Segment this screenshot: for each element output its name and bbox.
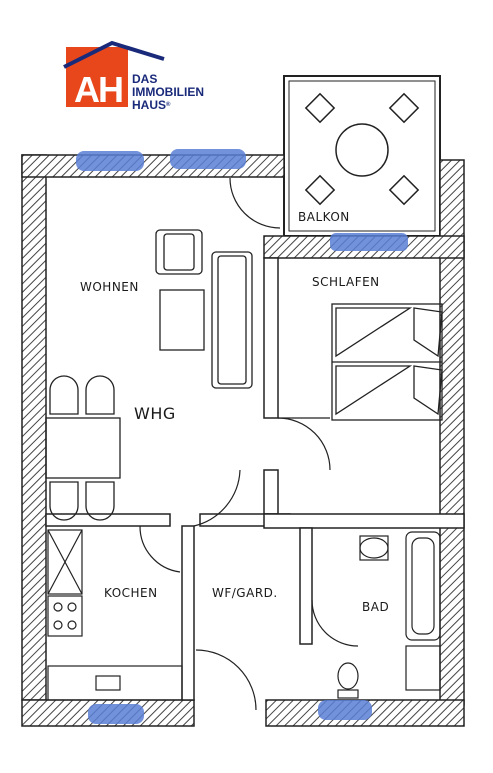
bed <box>331 303 443 421</box>
bathroom-fixtures <box>337 531 441 699</box>
company-logo: AH DAS IMMOBILIEN HAUS® <box>63 40 226 117</box>
house-roof-icon <box>63 40 165 69</box>
interior-walls <box>45 257 465 701</box>
room-label-wf-gard: WF/GARD. <box>212 586 278 600</box>
kitchen-fixtures <box>47 529 183 701</box>
logo-line2: IMMOBILIEN <box>132 85 204 99</box>
logo-text: DAS IMMOBILIEN HAUS® <box>132 73 204 112</box>
logo-letters: AH <box>74 69 124 110</box>
living-furniture <box>45 229 253 521</box>
room-label-whg: WHG <box>134 404 176 423</box>
doors <box>139 177 359 711</box>
logo-line3: HAUS <box>132 98 167 112</box>
room-label-bad: BAD <box>362 600 390 614</box>
room-label-kochen: KOCHEN <box>104 586 158 600</box>
outer-walls <box>21 154 465 727</box>
logo-box <box>66 47 128 107</box>
logo-line1: DAS <box>132 72 158 86</box>
window-highlights <box>76 149 408 724</box>
logo-mark: ® <box>166 102 171 108</box>
logo-line3-wrap: HAUS® <box>132 99 204 112</box>
balcony-table-chairs-icon <box>304 92 420 206</box>
room-label-wohnen: WOHNEN <box>80 280 139 294</box>
room-label-schlafen: SCHLAFEN <box>312 275 380 289</box>
room-label-balkon: BALKON <box>298 210 350 224</box>
